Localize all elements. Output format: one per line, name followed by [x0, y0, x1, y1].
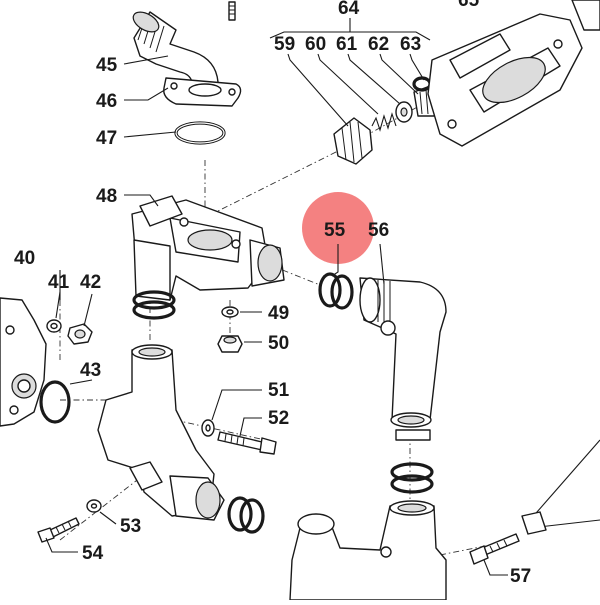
label-40: 40 — [14, 248, 35, 269]
label-52: 52 — [268, 408, 289, 429]
wire-bracket — [521, 439, 600, 535]
part-42-nut — [67, 323, 93, 345]
label-64: 64 — [338, 0, 360, 19]
label-63: 63 — [400, 34, 421, 55]
part-53-washer — [86, 499, 102, 513]
lower-center-o-ring — [390, 462, 434, 494]
label-48: 48 — [96, 186, 117, 207]
part-57-bolt — [469, 533, 520, 565]
stud-bolt — [228, 1, 236, 21]
label-42: 42 — [80, 272, 101, 293]
part-63-valve-o-ring — [412, 76, 432, 92]
label-54: 54 — [82, 543, 104, 564]
lower-tee-o-ring — [227, 496, 265, 534]
part-40-pump-housing — [0, 297, 47, 427]
label-45: 45 — [96, 55, 118, 76]
label-59: 59 — [274, 34, 295, 55]
lower-tee-fitting — [97, 344, 225, 521]
label-47: 47 — [96, 128, 117, 149]
part-56-elbow-pipe — [359, 277, 447, 441]
part-50-nut — [217, 335, 243, 353]
label-43: 43 — [80, 360, 101, 381]
part-41-washer — [46, 319, 62, 333]
bottom-tee-fitting — [289, 500, 447, 601]
label-46: 46 — [96, 91, 117, 112]
part-43-o-ring — [39, 380, 71, 424]
part-59-valve-cap — [333, 117, 373, 165]
part-46-flange — [163, 77, 242, 107]
label-60: 60 — [305, 34, 326, 55]
manifold-o-ring — [132, 290, 176, 320]
label-53: 53 — [120, 516, 141, 537]
label-55: 55 — [324, 220, 346, 241]
label-41: 41 — [48, 272, 70, 293]
part-65-valve-body — [427, 0, 600, 147]
part-47-o-ring — [174, 121, 226, 145]
part-45-hose-elbow — [132, 11, 219, 91]
label-61: 61 — [336, 34, 358, 55]
label-51: 51 — [268, 380, 290, 401]
part-61-valve-poppet — [395, 101, 413, 123]
label-49: 49 — [268, 303, 289, 324]
part-49-washer — [221, 306, 239, 318]
label-65: 65 — [458, 0, 480, 11]
part-60-spring — [371, 112, 397, 132]
leader-lines — [45, 18, 508, 576]
label-57: 57 — [510, 566, 531, 587]
part-labels: 40 41 42 43 45 46 47 48 49 50 51 52 53 5… — [14, 0, 531, 587]
part-51-washer — [201, 419, 215, 437]
label-56: 56 — [368, 220, 389, 241]
part-55-o-rings — [318, 272, 354, 310]
highlight-marker — [302, 192, 374, 264]
part-54-bolt — [37, 517, 80, 543]
part-48-manifold — [131, 195, 285, 301]
label-62: 62 — [368, 34, 389, 55]
label-50: 50 — [268, 333, 289, 354]
part-52-bolt — [217, 431, 277, 455]
